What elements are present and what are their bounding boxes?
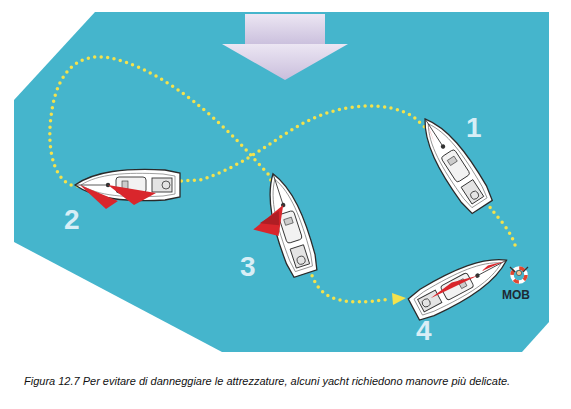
wind-arrow: [222, 14, 348, 80]
man-overboard-icon: [510, 267, 528, 282]
figure-caption: Figura 12.7 Per evitare di danneggiare l…: [24, 375, 510, 387]
mob-label: MOB: [502, 288, 530, 302]
track-path: [50, 57, 515, 302]
track-arrowhead: [392, 293, 406, 305]
yacht-2: [75, 169, 180, 209]
yacht-4: [407, 246, 514, 323]
yacht-3: [239, 169, 320, 285]
callout-number: 2: [64, 204, 80, 236]
callout-number: 4: [416, 315, 432, 347]
callout-number: 3: [240, 251, 256, 283]
sea-area: [14, 12, 549, 352]
callout-number: 1: [466, 112, 482, 144]
yacht-1: [412, 110, 495, 215]
